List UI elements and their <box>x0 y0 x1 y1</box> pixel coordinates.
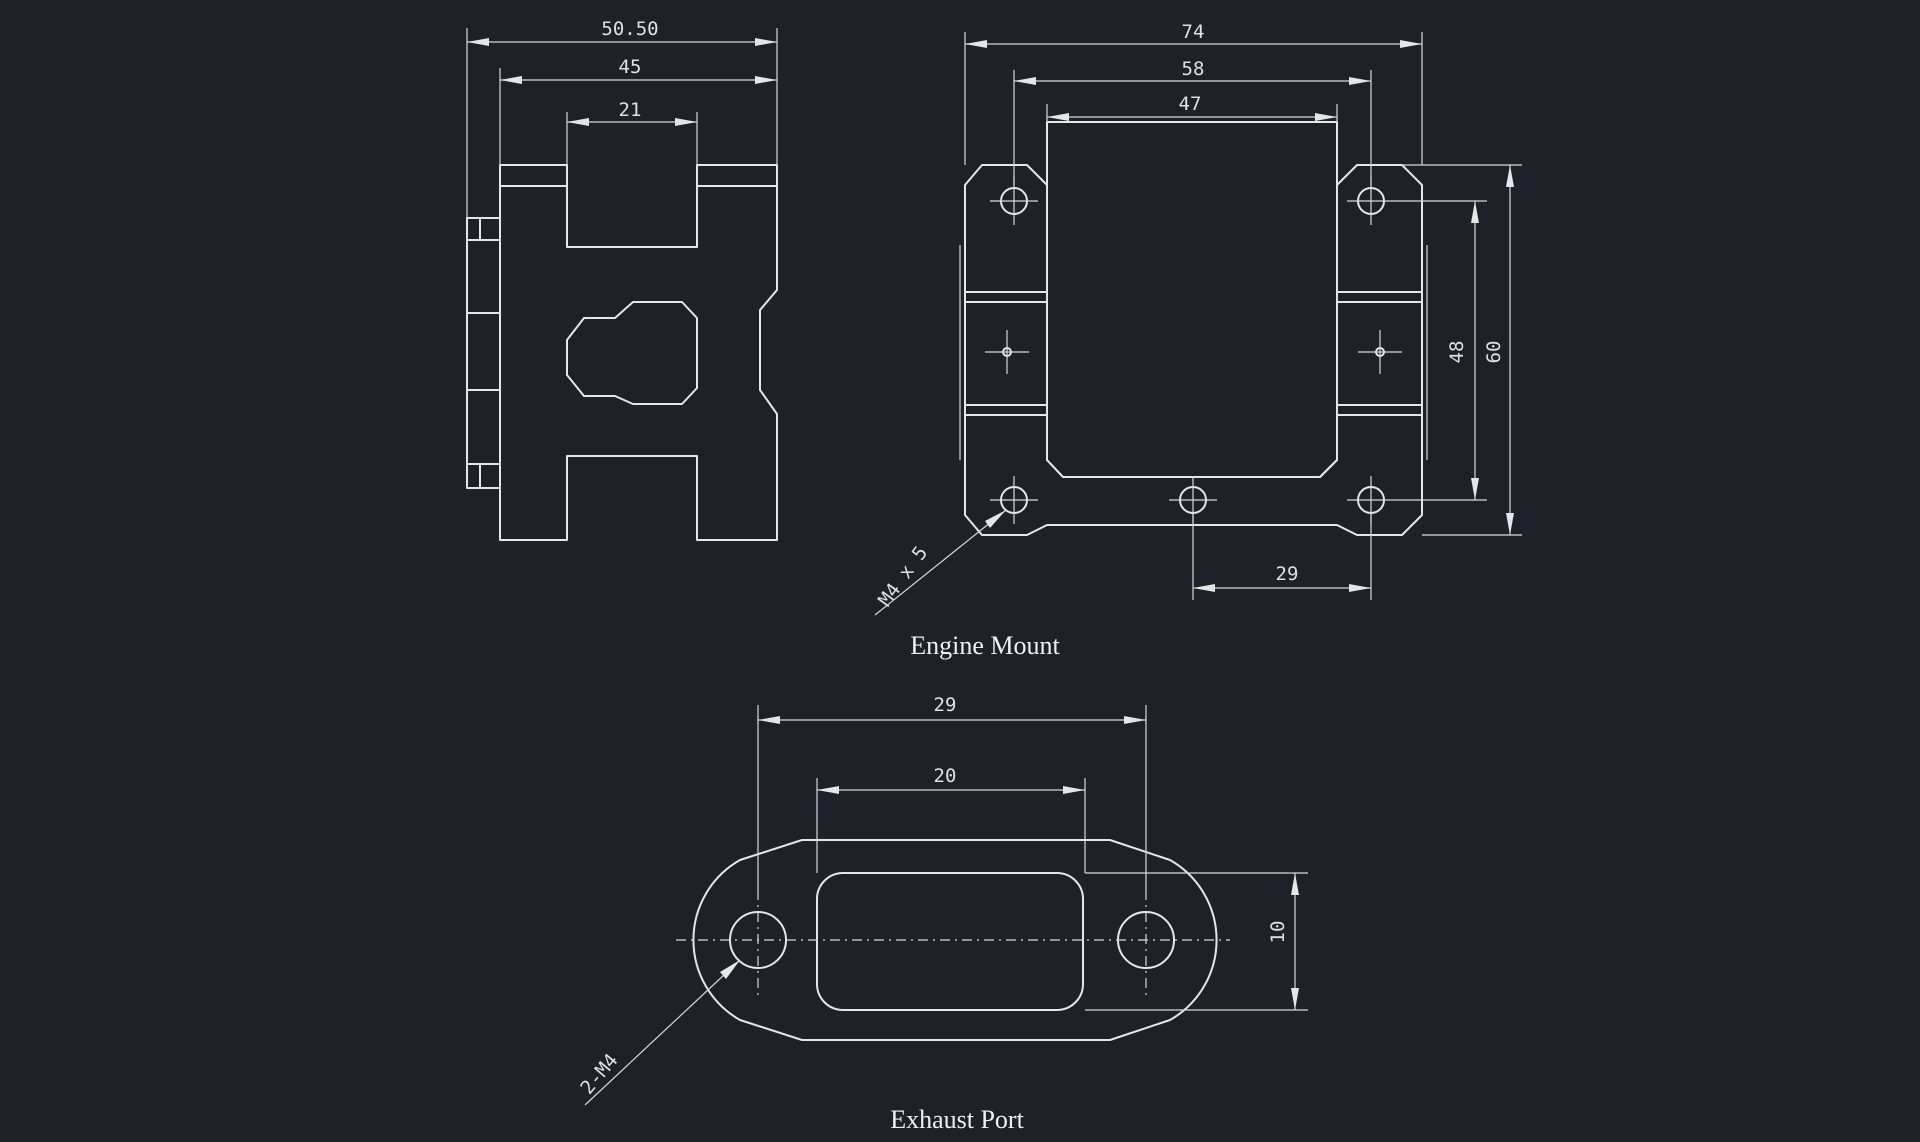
dim-front-bottom-holes: 29 <box>1276 563 1299 585</box>
dim-side-mid: 45 <box>619 56 642 78</box>
side-view-cutout <box>566 301 698 405</box>
mount-point-mid-left <box>985 330 1029 374</box>
mount-point-mid-right <box>1358 330 1402 374</box>
exhaust-port-caption: Exhaust Port <box>890 1105 1024 1134</box>
dim-front-height-holes: 48 <box>1446 341 1468 364</box>
engine-mount-caption: Engine Mount <box>910 631 1060 660</box>
exhaust-flange-outline <box>692 839 1218 1041</box>
dim-exhaust-port-width: 20 <box>934 765 957 787</box>
front-view-window <box>1046 121 1338 478</box>
engine-mount-front-view: 74 58 47 48 60 29 M <box>874 21 1522 616</box>
dim-front-height-outer: 60 <box>1483 341 1505 364</box>
dim-side-overall: 50.50 <box>601 18 658 40</box>
exhaust-port-opening <box>816 872 1084 1011</box>
mount-hole-bottom-left <box>990 476 1038 524</box>
side-view-outline <box>499 164 778 541</box>
dim-exhaust-hole-spacing: 29 <box>934 694 957 716</box>
dim-front-width-holes: 58 <box>1182 58 1205 80</box>
exhaust-port-view: 29 20 10 2-M4 <box>576 694 1308 1106</box>
dim-front-width-inner: 47 <box>1179 93 1202 115</box>
engine-mount-side-view: 50.50 45 21 <box>466 18 778 541</box>
dim-front-width-outer: 74 <box>1182 21 1205 43</box>
dim-side-slot: 21 <box>619 99 642 121</box>
dim-exhaust-port-height: 10 <box>1267 921 1289 944</box>
